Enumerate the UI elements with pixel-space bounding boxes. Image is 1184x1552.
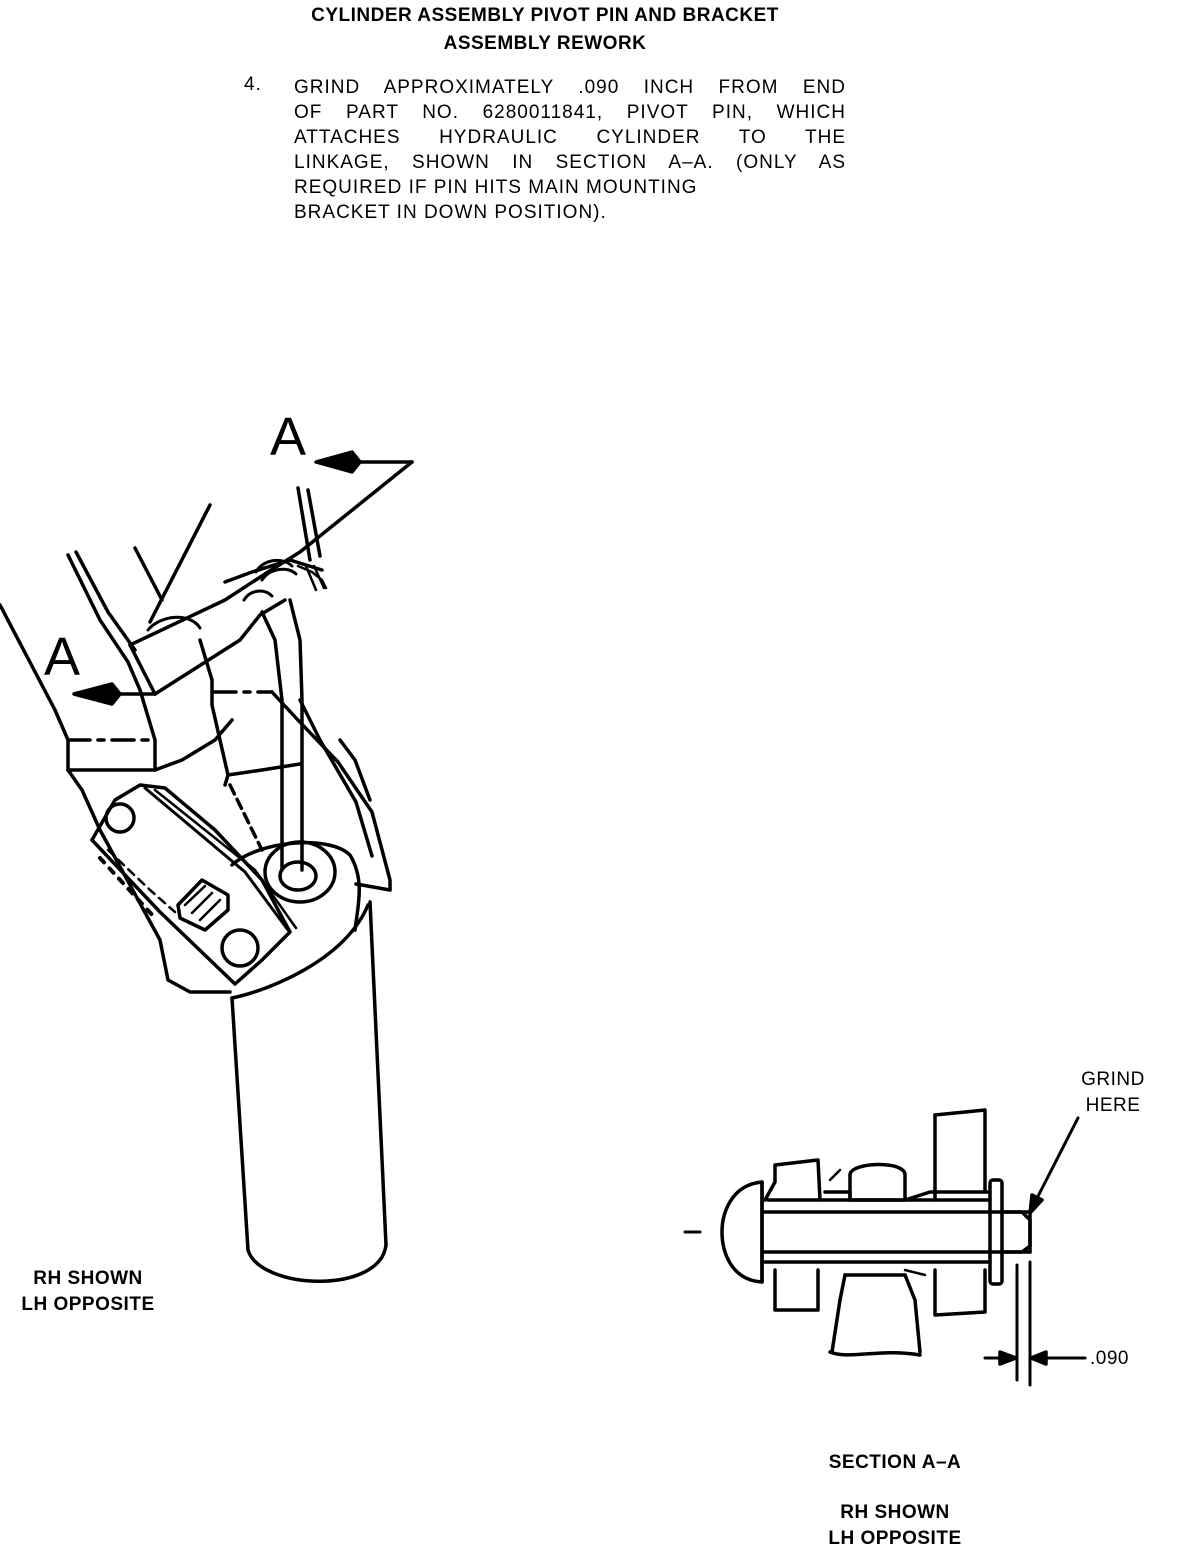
instruction-line-2: OF PART NO. 6280011841, PIVOT PIN, WHICH xyxy=(294,102,846,123)
instruction-line-3: ATTACHES HYDRAULIC CYLINDER TO THE xyxy=(294,127,846,148)
section-marker-left: A xyxy=(44,627,81,687)
grind-here-callout: GRIND HERE xyxy=(1068,1067,1158,1119)
pivot-pin xyxy=(760,1178,1032,1286)
pin-head xyxy=(720,1180,764,1284)
section-caption-line-1: RH SHOWN xyxy=(840,1502,950,1523)
bolt xyxy=(176,878,230,932)
piston-rod xyxy=(260,598,304,872)
instruction-line-4: LINKAGE, SHOWN IN SECTION A–A. (ONLY AS xyxy=(294,152,846,173)
section-title: SECTION A–A xyxy=(828,1452,962,1473)
grind-callout-line-1: GRIND xyxy=(1081,1069,1145,1090)
grind-leader xyxy=(1028,1116,1080,1215)
title-line-1: CYLINDER ASSEMBLY PIVOT PIN AND BRACKET xyxy=(311,5,779,26)
section-a-a-view xyxy=(683,1108,1087,1387)
left-mounting-bracket xyxy=(0,550,234,994)
section-arrow-top xyxy=(314,450,414,474)
upper-linkage-plate xyxy=(128,460,414,696)
cylinder-assembly-view xyxy=(0,450,414,1283)
hydraulic-cylinder xyxy=(230,900,388,1283)
dimension-label: .090 xyxy=(1090,1348,1129,1369)
section-view-caption: RH SHOWN LH OPPOSITE xyxy=(800,1500,990,1552)
grind-callout-line-2: HERE xyxy=(1085,1095,1141,1116)
pivot-plate xyxy=(90,783,298,986)
section-caption-line-2: LH OPPOSITE xyxy=(828,1528,962,1549)
upper-bushings xyxy=(763,1108,992,1202)
title-line-2: ASSEMBLY REWORK xyxy=(443,33,647,54)
section-marker-top: A xyxy=(270,407,307,467)
step-number: 4. xyxy=(244,74,262,95)
instruction-line-1: GRIND APPROXIMATELY .090 INCH FROM END xyxy=(294,77,846,98)
page-title: CYLINDER ASSEMBLY PIVOT PIN AND BRACKET … xyxy=(200,2,890,58)
step-instruction: GRIND APPROXIMATELY .090 INCH FROM END O… xyxy=(294,75,846,225)
main-caption-line-1: RH SHOWN xyxy=(33,1268,143,1289)
main-view-caption: RH SHOWN LH OPPOSITE xyxy=(8,1266,168,1318)
lower-bushings xyxy=(763,1260,992,1357)
dimension-090 xyxy=(983,1260,1087,1387)
main-caption-line-2: LH OPPOSITE xyxy=(21,1294,155,1315)
right-mounting-bracket xyxy=(198,638,392,892)
instruction-line-5: REQUIRED IF PIN HITS MAIN MOUNTING xyxy=(294,177,698,198)
cylinder-head xyxy=(230,840,361,932)
instruction-line-6: BRACKET IN DOWN POSITION). xyxy=(294,202,607,223)
